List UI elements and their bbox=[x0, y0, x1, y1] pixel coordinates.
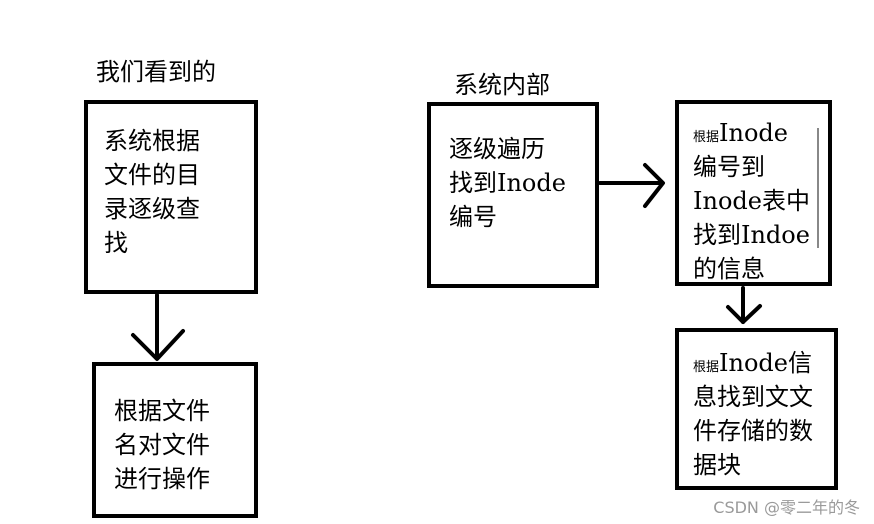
left-box-file-operation: 根据文件 名对文件 进行操作 bbox=[92, 362, 258, 518]
right-section-title: 系统内部 bbox=[454, 71, 550, 99]
right-box-inode-table: 根据Inode 编号到 Inode表中 找到Indoe 的信息 bbox=[675, 100, 832, 286]
right-box-data-blocks-prefix: 根据 bbox=[693, 360, 720, 375]
right-box-traverse-text: 逐级遍历 找到Inode 编号 bbox=[449, 135, 566, 231]
right-box-traverse: 逐级遍历 找到Inode 编号 bbox=[427, 102, 599, 288]
arrow-right-down bbox=[726, 286, 762, 324]
right-box-inode-table-prefix: 根据 bbox=[693, 130, 720, 145]
right-box-inode-table-text: 根据Inode 编号到 Inode表中 找到Indoe 的信息 bbox=[693, 116, 828, 283]
text-cursor-line bbox=[817, 128, 819, 248]
left-box-directory-search: 系统根据 文件的目 录逐级查 找 bbox=[84, 100, 258, 294]
arrow-left-down bbox=[131, 293, 185, 361]
right-box-data-blocks-text: 根据Inode信 息找到文文 件存储的数 据块 bbox=[693, 346, 834, 482]
arrow-right-horizontal bbox=[598, 163, 665, 208]
right-box-data-blocks: 根据Inode信 息找到文文 件存储的数 据块 bbox=[675, 328, 838, 490]
left-section-title: 我们看到的 bbox=[96, 58, 216, 86]
right-box-data-blocks-body: Inode信 息找到文文 件存储的数 据块 bbox=[693, 349, 813, 479]
right-box-inode-table-body: Inode 编号到 Inode表中 找到Indoe 的信息 bbox=[693, 119, 810, 283]
watermark: CSDN @零二年的冬 bbox=[713, 498, 860, 517]
left-box-file-operation-text: 根据文件 名对文件 进行操作 bbox=[114, 397, 210, 493]
left-box-directory-search-text: 系统根据 文件的目 录逐级查 找 bbox=[104, 127, 200, 257]
